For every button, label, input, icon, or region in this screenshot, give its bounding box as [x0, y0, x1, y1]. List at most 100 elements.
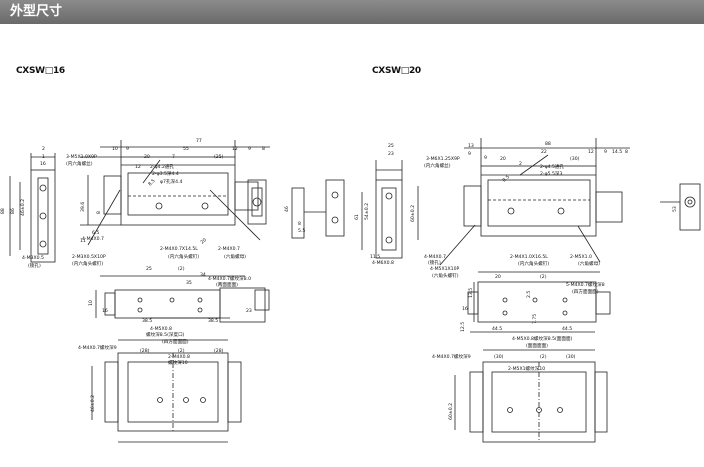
- right-front-view: [417, 138, 630, 266]
- callout: (内六角螺丝): [66, 160, 93, 167]
- dim-label: 23: [388, 151, 394, 157]
- left-end-view: [247, 179, 267, 225]
- section-title: 外型尺寸: [10, 4, 63, 19]
- dim-label: (30): [494, 354, 504, 360]
- dim-label: 2: [42, 146, 45, 152]
- callout: 4-M4X0.7螺纹深9: [432, 353, 471, 360]
- dim-label: 25: [388, 143, 394, 149]
- callout: (两面面面): [216, 282, 238, 288]
- dim-label: 14.5: [612, 149, 622, 155]
- callout: 2-M5X1.0: [570, 254, 592, 260]
- dim-label: 44.5: [562, 326, 572, 332]
- dim-label: (2): [178, 266, 185, 272]
- section-header-bar: 外型尺寸: [0, 0, 704, 24]
- dim-label: 7: [172, 154, 175, 160]
- callout: 4-M4X0.7螺纹深9: [78, 344, 117, 351]
- callout: (内六角头螺钉): [518, 260, 549, 267]
- dim-label: 12: [135, 164, 141, 170]
- dim-label: 11: [80, 238, 86, 244]
- dim-label: 35: [186, 280, 192, 286]
- dim-label: 25: [146, 266, 152, 272]
- dim-label: 5.5: [298, 228, 305, 234]
- callout: (内六角螺丝): [424, 162, 451, 169]
- callout: 2-M4X0.7: [218, 246, 240, 252]
- dim-label: 46: [284, 206, 290, 212]
- right-top-view: [467, 271, 611, 333]
- dim-label: 8: [262, 146, 265, 152]
- right-side-view: [361, 160, 403, 259]
- dim-label: 2: [519, 161, 522, 167]
- dim-label: 13: [468, 143, 474, 149]
- callout: 2-φ4.5通孔: [540, 163, 565, 170]
- dim-label: 16: [102, 308, 108, 314]
- right-side-view-small: [291, 179, 345, 239]
- callout: 2-M4X0.8: [168, 354, 190, 360]
- callout: 5-M4X0.7螺纹深8: [566, 281, 605, 288]
- dim-label: 8: [96, 211, 102, 214]
- dim-label: 8: [298, 221, 301, 227]
- dim-label: (28): [140, 348, 150, 354]
- callout: 2-φ3.5深4.4: [152, 170, 179, 177]
- model-label-cxsw16: CXSW□16: [16, 66, 65, 76]
- dim-label: 12: [232, 146, 238, 152]
- dim-label: 54±0.2: [364, 203, 370, 220]
- dim-label: 38.5: [142, 318, 152, 324]
- callout: 2-M4X0.7X14.5L: [160, 246, 198, 252]
- dim-label: (25): [214, 154, 224, 160]
- callout: 2-M5X1螺纹深10: [508, 365, 545, 372]
- callout: (六角头螺钉): [432, 272, 459, 279]
- callout: 螺纹深8.5(深度口): [146, 331, 185, 338]
- dim-label: 9: [468, 151, 471, 157]
- callout: 2-M4X1.0X16.5L: [510, 254, 548, 260]
- dim-label: 9: [126, 146, 129, 152]
- callout: 8.5: [147, 178, 156, 187]
- dim-label: 34: [200, 272, 206, 278]
- dim-label: 22: [541, 149, 547, 155]
- left-front-view: [80, 140, 270, 246]
- callout: 3-M5X1.0X9P: [66, 154, 97, 160]
- callout: 4-M4X0.7: [82, 236, 104, 242]
- dim-label: 88: [545, 141, 551, 147]
- right-end-view: [660, 183, 701, 231]
- callout: 4-M5X1X10P: [430, 266, 460, 272]
- callout: 螺纹深10: [168, 359, 188, 366]
- dim-label: 20: [500, 156, 506, 162]
- dim-label: 13.5: [468, 288, 474, 298]
- model-label-cxsw20: CXSW□20: [372, 66, 421, 76]
- dim-label: (30): [566, 354, 576, 360]
- dim-label: 53: [672, 206, 678, 212]
- dim-label: 9: [248, 146, 251, 152]
- callout: 2-φ5.5深3: [540, 170, 563, 177]
- dim-label: 86: [10, 208, 16, 214]
- dim-label: 1: [42, 154, 45, 160]
- dim-label: 46±0.2: [90, 395, 96, 412]
- callout: (内六角头螺钉): [168, 253, 199, 260]
- callout: φ7孔深4.4: [160, 178, 183, 185]
- dim-label: (28): [214, 348, 224, 354]
- callout: 4-M5X0.8螺纹深8.5(面面面): [512, 335, 573, 342]
- callout: 4-M6X0.8: [372, 260, 394, 266]
- callout: 2-M3X0.5X10P: [72, 254, 106, 260]
- callout: 3-M6X1.25X9P: [426, 156, 460, 162]
- dim-label: 23: [246, 308, 252, 314]
- dim-label: 38.5: [208, 318, 218, 324]
- right-bottom-view: [454, 349, 608, 443]
- callout: 4-M4X0.7螺纹深8.0: [208, 275, 251, 282]
- callout: (四方面面面): [572, 288, 599, 295]
- dim-label: (2): [178, 348, 185, 354]
- dim-label: 12: [588, 149, 594, 155]
- callout: 4-M4X0.7: [424, 254, 446, 260]
- dim-label: 6.5: [92, 230, 99, 236]
- dim-label: (2): [540, 274, 547, 280]
- dim-label: 44.5: [492, 326, 502, 332]
- dim-label: 60±0.2: [448, 403, 454, 420]
- callout: (六角螺母): [578, 260, 600, 267]
- callout: 20: [199, 237, 207, 245]
- dim-label: 2.5: [526, 291, 532, 298]
- dim-label: 9: [484, 155, 487, 161]
- dim-label: 8: [625, 149, 628, 155]
- dim-label: 7.75: [532, 314, 538, 324]
- dim-label: 10: [88, 300, 94, 306]
- dim-label: 77: [196, 138, 202, 144]
